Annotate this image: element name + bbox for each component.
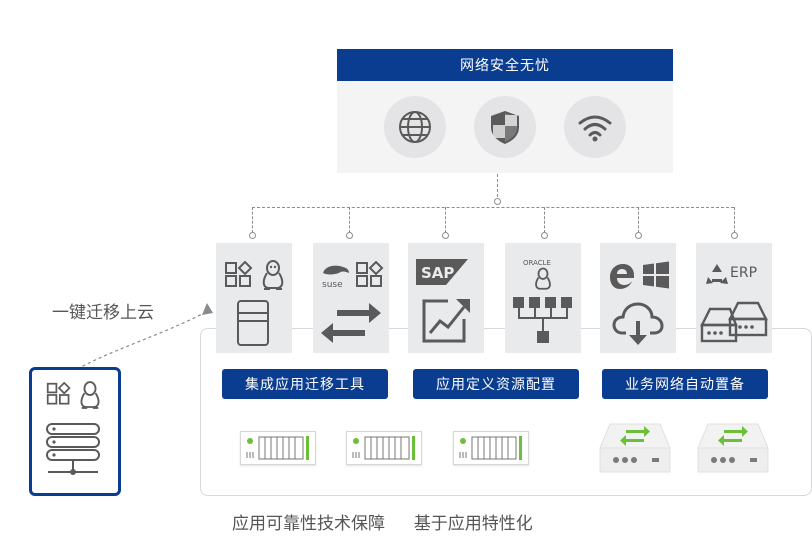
wifi-icon — [578, 115, 612, 142]
apps-grid-icon — [46, 382, 71, 405]
bottom-caption: 应用可靠性技术保障 基于应用特性化 — [232, 509, 533, 534]
recycle-icon — [706, 264, 728, 284]
edge-browser-icon — [610, 264, 634, 289]
server-unit — [240, 431, 316, 465]
connector-branch-4 — [544, 207, 545, 233]
server-tower-icon — [237, 300, 269, 346]
connector-node — [541, 232, 548, 239]
linux-penguin-icon — [80, 381, 100, 409]
network-hierarchy-icon — [513, 297, 572, 343]
app-card-sap: SAP — [408, 243, 484, 353]
linux-penguin-icon — [535, 267, 551, 290]
connector-branch-5 — [638, 207, 639, 233]
suse-logo-icon: suse — [322, 265, 349, 290]
app-card-erp: ERP — [696, 243, 772, 353]
app-card-microsoft — [600, 243, 676, 353]
router-icon — [599, 423, 671, 473]
wifi-circle — [564, 96, 626, 158]
connector-node — [635, 232, 642, 239]
security-title: 网络安全无忧 — [460, 58, 550, 74]
connector-horizontal — [252, 207, 734, 208]
linux-penguin-icon — [262, 260, 284, 290]
connector-node — [249, 232, 256, 239]
windows-logo-icon — [643, 261, 669, 289]
oracle-logo-icon: ORACLE — [523, 259, 551, 267]
apps-grid-icon — [225, 261, 253, 287]
transfer-arrows-icon — [321, 303, 381, 343]
storage-appliance-icon — [700, 301, 768, 343]
connector-branch-3 — [445, 207, 446, 233]
app-card-linux — [216, 243, 292, 353]
globe-circle — [384, 96, 446, 158]
connector-node — [346, 232, 353, 239]
app-card-oracle: ORACLE — [505, 243, 581, 353]
connector-node — [442, 232, 449, 239]
server-rack-icon — [459, 436, 522, 460]
caption-reliability: 应用可靠性技术保障 — [232, 514, 385, 534]
security-title-bar: 网络安全无忧 — [337, 49, 673, 81]
shield-circle — [474, 96, 536, 158]
network-config-button[interactable]: 业务网络自动置备 — [602, 369, 768, 399]
migrate-label: 一键迁移上云 — [52, 303, 154, 323]
svg-text:suse: suse — [322, 280, 343, 290]
app-card-suse: suse — [313, 243, 389, 353]
shield-icon — [491, 111, 519, 144]
resource-config-button[interactable]: 应用定义资源配置 — [413, 369, 579, 399]
server-rack-icon — [246, 436, 309, 460]
network-config-label: 业务网络自动置备 — [625, 377, 745, 393]
server-rack-icon — [352, 436, 415, 460]
connector-node — [494, 198, 501, 205]
connector-branch-2 — [349, 207, 350, 233]
server-stack-icon — [46, 423, 100, 475]
sap-logo-icon: SAP — [416, 259, 468, 285]
connector-branch-1 — [252, 207, 253, 233]
apps-grid-icon — [356, 261, 384, 287]
migration-tools-label: 集成应用迁移工具 — [245, 377, 365, 393]
svg-text:ORACLE: ORACLE — [523, 259, 551, 267]
resource-config-label: 应用定义资源配置 — [436, 377, 556, 393]
growth-chart-icon — [422, 299, 470, 343]
server-unit — [453, 431, 529, 465]
svg-text:SAP: SAP — [421, 264, 454, 282]
migration-tools-button[interactable]: 集成应用迁移工具 — [222, 369, 388, 399]
caption-characterization: 基于应用特性化 — [413, 514, 533, 534]
cloud-download-icon — [612, 302, 664, 345]
connector-trunk — [497, 174, 498, 202]
router-icon — [697, 423, 769, 473]
connector-branch-6 — [734, 207, 735, 233]
connector-node — [731, 232, 738, 239]
erp-label: ERP — [730, 265, 758, 281]
local-server-device — [29, 367, 121, 496]
server-unit — [346, 431, 422, 465]
globe-icon — [399, 111, 431, 143]
